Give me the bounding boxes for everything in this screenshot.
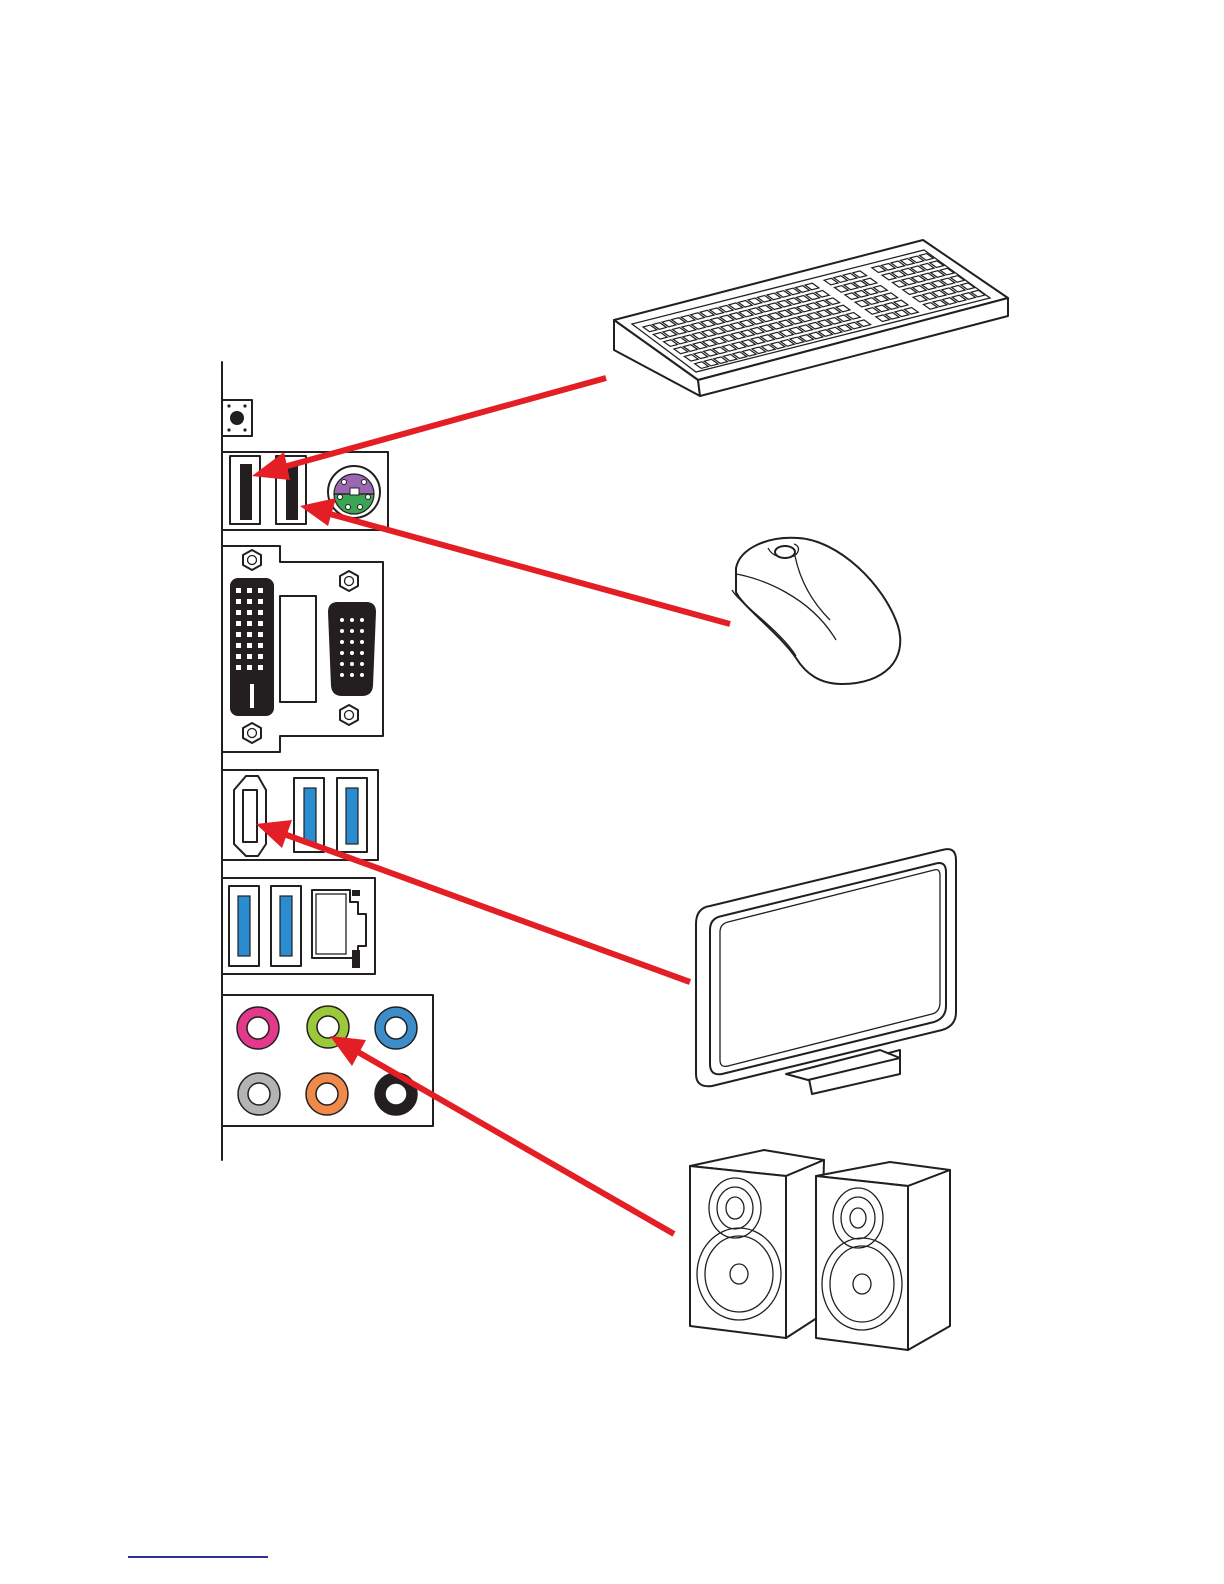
usb-3-port — [229, 886, 259, 966]
monitor-icon — [696, 849, 956, 1094]
dvi-vga-block — [222, 546, 383, 752]
usb-3-port — [337, 778, 367, 852]
arrow-speakers-to-audio — [330, 1036, 674, 1234]
audio-block — [222, 995, 433, 1126]
blank-cover — [280, 596, 316, 702]
usb-2-port — [230, 456, 260, 524]
speaker-right — [816, 1162, 950, 1350]
hdmi-port — [234, 776, 266, 856]
usb3-lan-block — [222, 878, 375, 974]
ps2-port — [328, 466, 380, 518]
audio-jack-pink — [237, 1007, 279, 1049]
audio-jack-blue — [375, 1007, 417, 1049]
lan-port — [312, 890, 366, 968]
keyboard-icon — [614, 240, 1008, 396]
hdmi-usb3-block — [222, 770, 378, 860]
clear-cmos-button — [222, 400, 252, 436]
speakers-icon — [690, 1150, 950, 1350]
speaker-left — [690, 1150, 824, 1338]
scroll-wheel — [775, 546, 795, 558]
hex-screw-icon — [243, 550, 261, 570]
audio-jack-orange — [306, 1073, 348, 1115]
usb-3-port — [271, 886, 301, 966]
hex-screw-icon — [243, 723, 261, 743]
footer-rule — [128, 1556, 268, 1558]
dvi-port — [230, 578, 274, 716]
vga-port — [328, 602, 376, 696]
audio-jack-gray — [238, 1073, 280, 1115]
io-panel — [222, 362, 433, 1160]
hex-screw-icon — [340, 705, 358, 725]
mouse-icon — [732, 538, 900, 684]
hex-screw-icon — [340, 571, 358, 591]
